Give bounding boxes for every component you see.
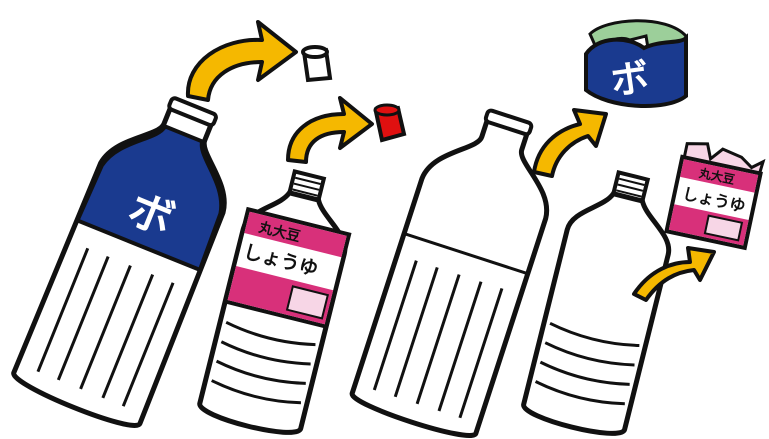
white-cap-icon bbox=[303, 47, 330, 80]
removed-water-label-text: ボ bbox=[608, 55, 652, 104]
removed-soy-label-icon: 丸大豆 しょうゆ bbox=[667, 139, 765, 248]
removed-water-label-icon: ボ bbox=[586, 21, 686, 106]
red-cap-icon bbox=[375, 105, 404, 140]
arrow-to-red-cap bbox=[288, 98, 372, 162]
arrow-to-removed-water-label bbox=[534, 110, 606, 176]
arrow-to-white-cap bbox=[188, 22, 296, 100]
